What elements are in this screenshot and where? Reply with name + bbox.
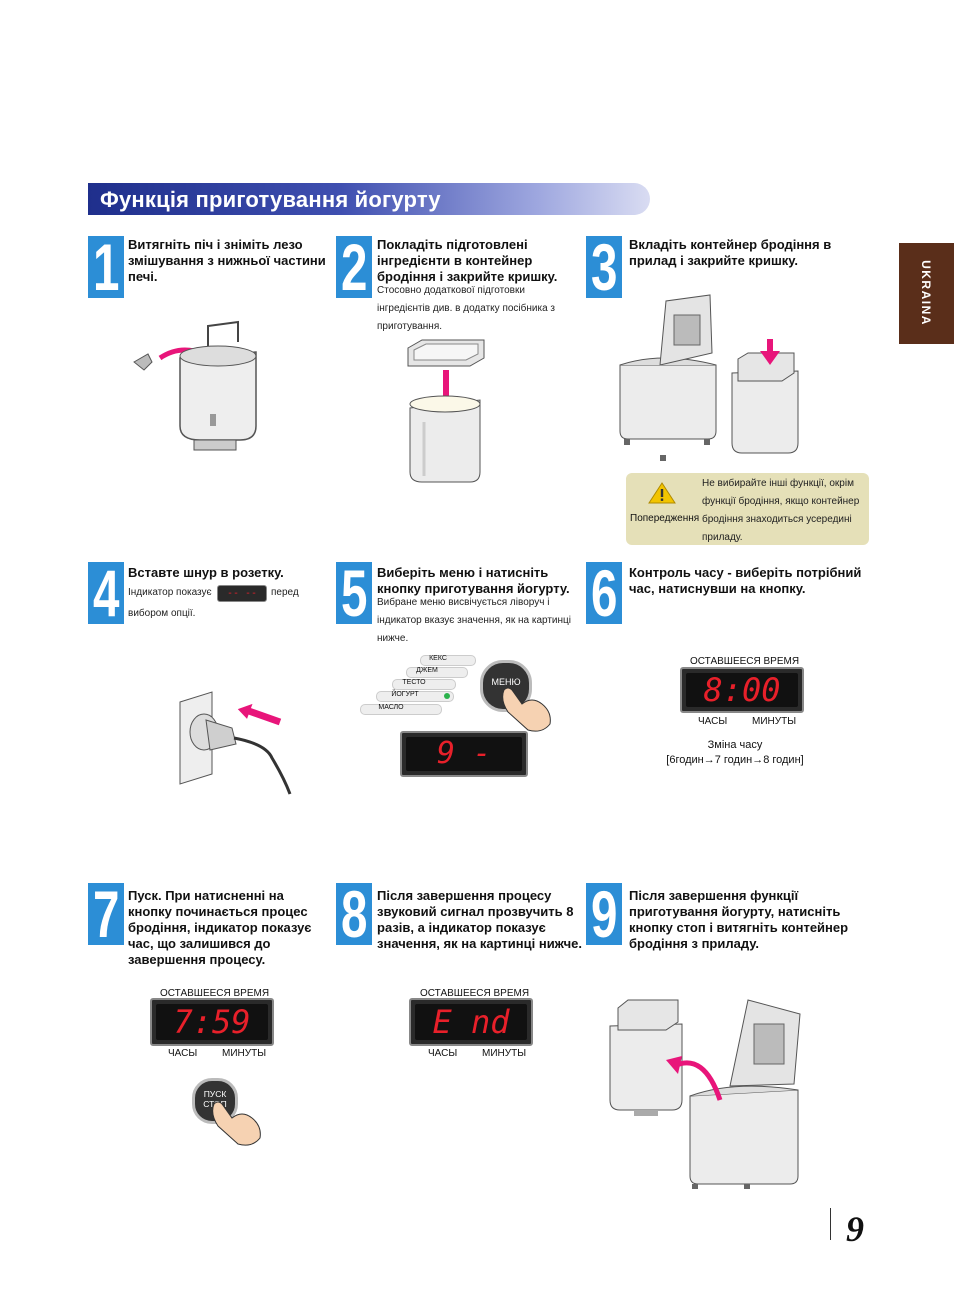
bread-maker-with-container-illustration: [619, 294, 799, 461]
power-outlet-illustration: [179, 691, 292, 795]
language-tab: UKRAINA: [899, 243, 954, 344]
page-number: 9: [846, 1209, 864, 1249]
end-display-value: E nd: [432, 1003, 510, 1041]
display-remaining-label: ОСТАВШЕЕСЯ ВРЕМЯ: [420, 988, 530, 999]
step-2-note: Стосовно додаткової підготовки інгредієн…: [377, 285, 556, 332]
step-5-number: 5: [336, 558, 372, 628]
time-change-caption: Зміна часу: [707, 739, 763, 751]
warning-label: Попередження: [630, 513, 700, 524]
warning-icon: [648, 482, 676, 504]
menu-item-butter: МАСЛО: [360, 704, 442, 715]
step-8-text: Після завершення процесу звуковий сигнал…: [377, 888, 582, 951]
standby-display-value: -- --: [226, 588, 258, 599]
menu-item-keks: КЕКС: [420, 655, 476, 666]
step-7-text: Пуск. При натисненні на кнопку починаєть…: [128, 888, 312, 967]
step-4-note-end: перед: [271, 587, 299, 598]
step-9-number: 9: [586, 879, 622, 949]
step-6-number: 6: [586, 558, 622, 628]
step-6-text: Контроль часу - виберіть потрібний час, …: [629, 565, 862, 596]
page-title: Функція приготування йогурту: [100, 187, 441, 212]
menu-display: 9 -: [400, 731, 528, 777]
bread-pan-illustration: [133, 320, 257, 451]
step-4-number: 4: [88, 558, 124, 628]
pressing-hand-icon: [502, 687, 551, 732]
pressing-hand-icon: [212, 1101, 261, 1146]
step-3-number: 3: [586, 232, 622, 302]
minutes-label: МИНУТЫ: [482, 1048, 527, 1059]
countdown-display: 7:59: [150, 998, 274, 1046]
countdown-display-value: 7:59: [173, 1003, 251, 1041]
step-5-text: Виберіть меню і натисніть кнопку приготу…: [377, 565, 570, 596]
step-1-number: 1: [88, 232, 124, 302]
step-9-text: Після завершення функції приготування йо…: [629, 888, 849, 951]
step-2-number: 2: [336, 232, 372, 302]
step-4-text: Вставте шнур в розетку.: [128, 565, 284, 580]
menu-button-label: МЕНЮ: [491, 677, 521, 687]
menu-item-dough: ТЕСТО: [392, 679, 456, 690]
hours-label: ЧАСЫ: [428, 1048, 458, 1059]
active-indicator-icon: [444, 693, 450, 699]
time-change-sequence: [6годин→7 годин→8 годин]: [666, 754, 804, 766]
step-3-text: Вкладіть контейнер бродіння в прилад і з…: [629, 237, 832, 268]
step-2-text: Покладіть підготовлені інгредієнти в кон…: [377, 237, 558, 284]
language-tab-label: UKRAINA: [919, 260, 933, 326]
timer-display: 8:00: [680, 667, 804, 713]
fermentation-container-illustration: [407, 339, 485, 483]
minutes-label: МИНУТЫ: [752, 716, 797, 727]
section-title-bar: Функція приготування йогурту: [88, 183, 650, 215]
warning-text: Не вибирайте інші функції, окрім функції…: [702, 478, 860, 543]
step-4-note-start: Індикатор показує: [128, 587, 212, 598]
step-5-note: Вибране меню висвічується ліворуч і інди…: [377, 597, 571, 644]
minutes-label: МИНУТЫ: [222, 1048, 267, 1059]
page-number-divider: [830, 1208, 831, 1240]
menu-item-yogurt: ЙОГУРТ: [376, 691, 454, 702]
step-7-number: 7: [88, 879, 124, 949]
step-8-number: 8: [336, 879, 372, 949]
warning-box: Попередження Не вибирайте інші функції, …: [626, 473, 869, 545]
standby-display: -- --: [217, 585, 267, 602]
remove-container-illustration: [609, 999, 801, 1189]
step-4-note-line2: вибором опції.: [128, 608, 196, 619]
step-1-text: Витягніть піч і зніміть лезо змішування …: [128, 237, 326, 284]
hours-label: ЧАСЫ: [168, 1048, 198, 1059]
display-remaining-label: ОСТАВШЕЕСЯ ВРЕМЯ: [690, 656, 800, 667]
end-display: E nd: [409, 998, 533, 1046]
menu-display-value: 9 -: [436, 736, 492, 771]
hours-label: ЧАСЫ: [698, 716, 728, 727]
timer-display-value: 8:00: [703, 671, 781, 709]
menu-item-jam: ДЖЕМ: [406, 667, 468, 678]
display-remaining-label: ОСТАВШЕЕСЯ ВРЕМЯ: [160, 988, 270, 999]
